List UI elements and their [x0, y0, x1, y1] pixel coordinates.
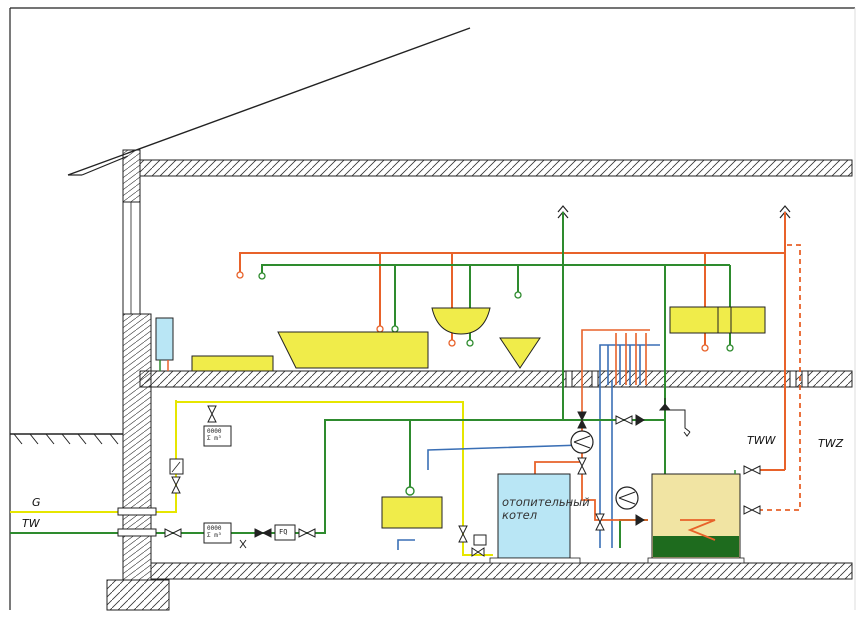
- water-meter-main: [203, 522, 232, 544]
- gas-meter-counter: 0000: [207, 428, 222, 435]
- water-meter-readout: 0000 Σ m³: [207, 525, 221, 539]
- circulation-label: TWZ: [818, 437, 844, 450]
- hot-water-storage-tank: [647, 470, 745, 564]
- bathtub: [277, 331, 429, 369]
- boiler-label: отопительный котел: [502, 496, 590, 522]
- valve-icons: [164, 405, 761, 543]
- ground: [10, 433, 123, 445]
- gas-line-label: G: [32, 496, 41, 509]
- gas-solenoid-valve: [471, 534, 487, 557]
- slab-sleeves: [565, 370, 809, 388]
- water-meter-counter: 0000: [207, 525, 222, 532]
- heating-return: [397, 444, 583, 550]
- boiler-label-line1: отопительный: [502, 495, 590, 509]
- heating-riser-cluster: [581, 329, 660, 548]
- toilet: [499, 337, 541, 369]
- drain-tap-icon: [239, 539, 247, 549]
- gas-line: [10, 400, 493, 556]
- fq-flow-meter: [274, 524, 296, 541]
- wash-basin-basement: [381, 486, 443, 529]
- circulation-line: [760, 244, 801, 511]
- gas-filter: [169, 458, 184, 475]
- heating-boiler: [489, 473, 581, 564]
- outlet-markers-upper: [236, 271, 734, 352]
- wall-entry-sleeves: [117, 507, 157, 537]
- water-heater-small: [155, 317, 174, 371]
- gas-meter-sum: Σ m³: [207, 435, 222, 442]
- cold-water-label: TW: [22, 517, 40, 530]
- safety-valve-icon: [658, 398, 691, 437]
- shower-tray: [191, 355, 274, 372]
- hot-water-label: TWW: [747, 434, 776, 447]
- middle-floor-slab: [139, 370, 853, 388]
- basement-floor-slab: [150, 562, 853, 580]
- page-frame: [9, 7, 856, 610]
- circulation-pump-icon: [570, 430, 594, 454]
- upper-ceiling-slab: [139, 159, 853, 177]
- washbasin: [431, 307, 491, 335]
- gas-meter: [203, 425, 232, 447]
- boiler-label-line2: котел: [502, 508, 538, 522]
- radiator: [669, 306, 766, 334]
- fq-label: FQ: [279, 528, 288, 536]
- gas-meter-readout: 0000 Σ m³: [207, 428, 221, 442]
- charging-pump-icon: [615, 486, 639, 510]
- water-meter-sum: Σ m³: [207, 532, 222, 539]
